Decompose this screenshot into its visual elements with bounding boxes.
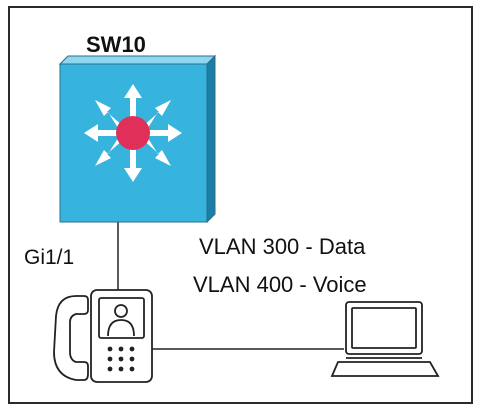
phone-handset: [53, 295, 89, 381]
laptop-base: [330, 361, 440, 377]
laptop-screen-inner: [351, 307, 417, 349]
laptop-icon[interactable]: [330, 301, 440, 377]
phone-keypad: [107, 346, 135, 372]
vlan-voice-label: VLAN 400 - Voice: [193, 272, 367, 297]
switch-name-label: SW10: [86, 32, 146, 57]
ip-phone-icon[interactable]: [53, 289, 153, 383]
switch-hub: [116, 116, 150, 150]
vlan-data-label: VLAN 300 - Data: [199, 234, 366, 259]
multilayer-switch-icon[interactable]: [58, 54, 217, 224]
switch-side-face: [206, 54, 216, 224]
port-label: Gi1/1: [24, 246, 75, 269]
phone-screen-avatar-body: [107, 319, 135, 337]
phone-screen-avatar-head: [114, 304, 128, 318]
phone-body: [90, 289, 153, 383]
phone-screen: [98, 297, 145, 339]
laptop-screen: [345, 301, 423, 355]
switch-arrows: [84, 84, 182, 182]
